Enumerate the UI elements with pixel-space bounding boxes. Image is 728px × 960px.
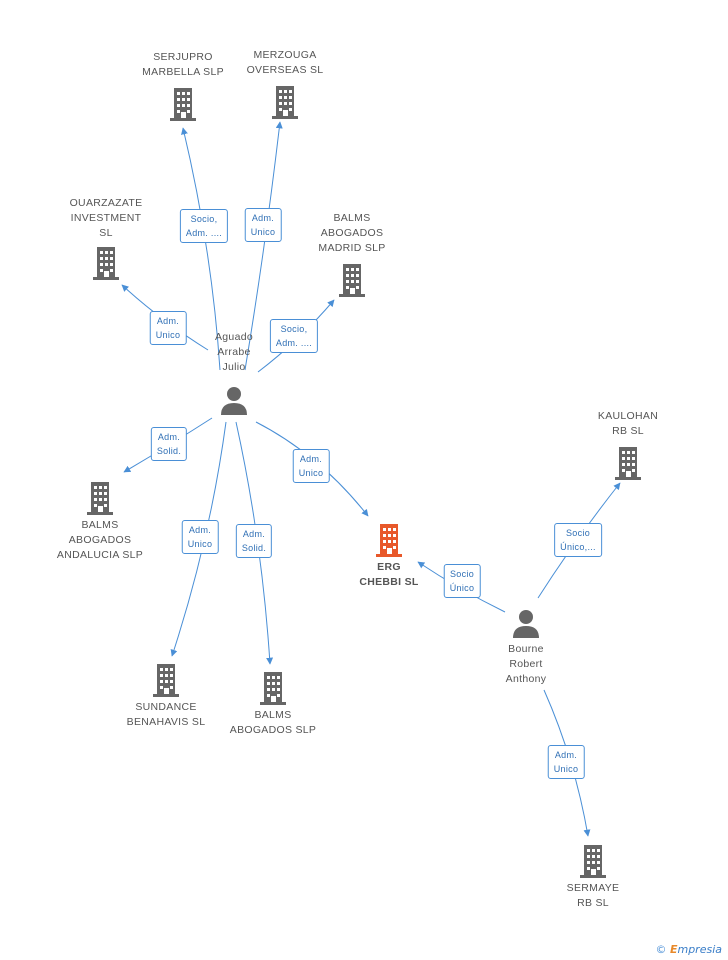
edge-label-bourne-kaulohan[interactable]: Socio Único,... [554, 523, 602, 557]
building-icon [615, 447, 641, 480]
node-label: SERMAYE RB SL [566, 882, 620, 909]
edge-label-aguado-balms-madrid[interactable]: Socio, Adm. .... [269, 319, 319, 353]
edge-aguado-merzouga [244, 121, 283, 371]
node-sundance[interactable]: SUNDANCE BENAHAVIS SL [86, 662, 246, 730]
empresia-watermark: © Empresia [655, 943, 722, 956]
edge-label-aguado-sundance[interactable]: Adm. Unico [181, 520, 219, 554]
building-icon [153, 664, 179, 697]
node-bourne[interactable]: Bourne Robert Anthony [446, 608, 606, 687]
edge-aguado-serjupro [181, 127, 221, 371]
building-icon [272, 86, 298, 119]
edge-label-bourne-sermaye[interactable]: Adm. Unico [547, 745, 585, 779]
node-sermaye[interactable]: SERMAYE RB SL [513, 843, 673, 911]
node-ouarzazate[interactable]: OUARZAZATE INVESTMENT SL [26, 196, 186, 281]
node-merzouga[interactable]: MERZOUGA OVERSEAS SL [205, 48, 365, 120]
building-icon [376, 524, 402, 557]
person-icon [221, 387, 247, 415]
node-balms-madrid[interactable]: BALMS ABOGADOS MADRID SLP [272, 211, 432, 298]
edge-label-aguado-ouarzazate[interactable]: Adm. Unico [149, 311, 187, 345]
node-label: Aguado Arrabe Julio [214, 331, 253, 373]
node-label: SUNDANCE BENAHAVIS SL [126, 701, 206, 728]
node-balms-slp[interactable]: BALMS ABOGADOS SLP [193, 670, 353, 738]
node-label: SERJUPRO MARBELLA SLP [142, 51, 224, 78]
person-icon [513, 610, 539, 638]
building-icon [339, 264, 365, 297]
edge-label-aguado-erg[interactable]: Adm. Unico [292, 449, 330, 483]
edge-label-bourne-erg[interactable]: Socio Único [443, 564, 481, 598]
copyright-icon: © [655, 943, 667, 956]
node-aguado[interactable]: Aguado Arrabe Julio [154, 330, 314, 417]
node-label: KAULOHAN RB SL [597, 410, 659, 437]
edge-label-aguado-balms-andalucia[interactable]: Adm. Solid. [150, 427, 188, 461]
edge-label-aguado-balms-slp[interactable]: Adm. Solid. [235, 524, 273, 558]
building-icon [170, 88, 196, 121]
edge-label-aguado-merzouga[interactable]: Adm. Unico [244, 208, 282, 242]
node-label: MERZOUGA OVERSEAS SL [246, 49, 324, 76]
node-erg[interactable]: ERG CHEBBI SL [309, 522, 469, 590]
brand-name: mpresia [677, 943, 722, 956]
building-icon [260, 672, 286, 705]
node-kaulohan[interactable]: KAULOHAN RB SL [548, 409, 708, 481]
node-label: BALMS ABOGADOS ANDALUCIA SLP [56, 519, 144, 561]
node-label: OUARZAZATE INVESTMENT SL [69, 197, 143, 239]
node-label: Bourne Robert Anthony [505, 643, 547, 685]
node-balms-andalucia[interactable]: BALMS ABOGADOS ANDALUCIA SLP [20, 480, 180, 563]
building-icon [580, 845, 606, 878]
node-label: BALMS ABOGADOS MADRID SLP [318, 212, 386, 254]
building-icon [87, 482, 113, 515]
building-icon [93, 247, 119, 280]
node-label: BALMS ABOGADOS SLP [229, 709, 317, 736]
edge-label-aguado-serjupro[interactable]: Socio, Adm. .... [179, 209, 229, 243]
node-label: ERG CHEBBI SL [359, 561, 419, 588]
brand-initial: E [669, 943, 678, 956]
node-serjupro[interactable]: SERJUPRO MARBELLA SLP [103, 50, 263, 122]
